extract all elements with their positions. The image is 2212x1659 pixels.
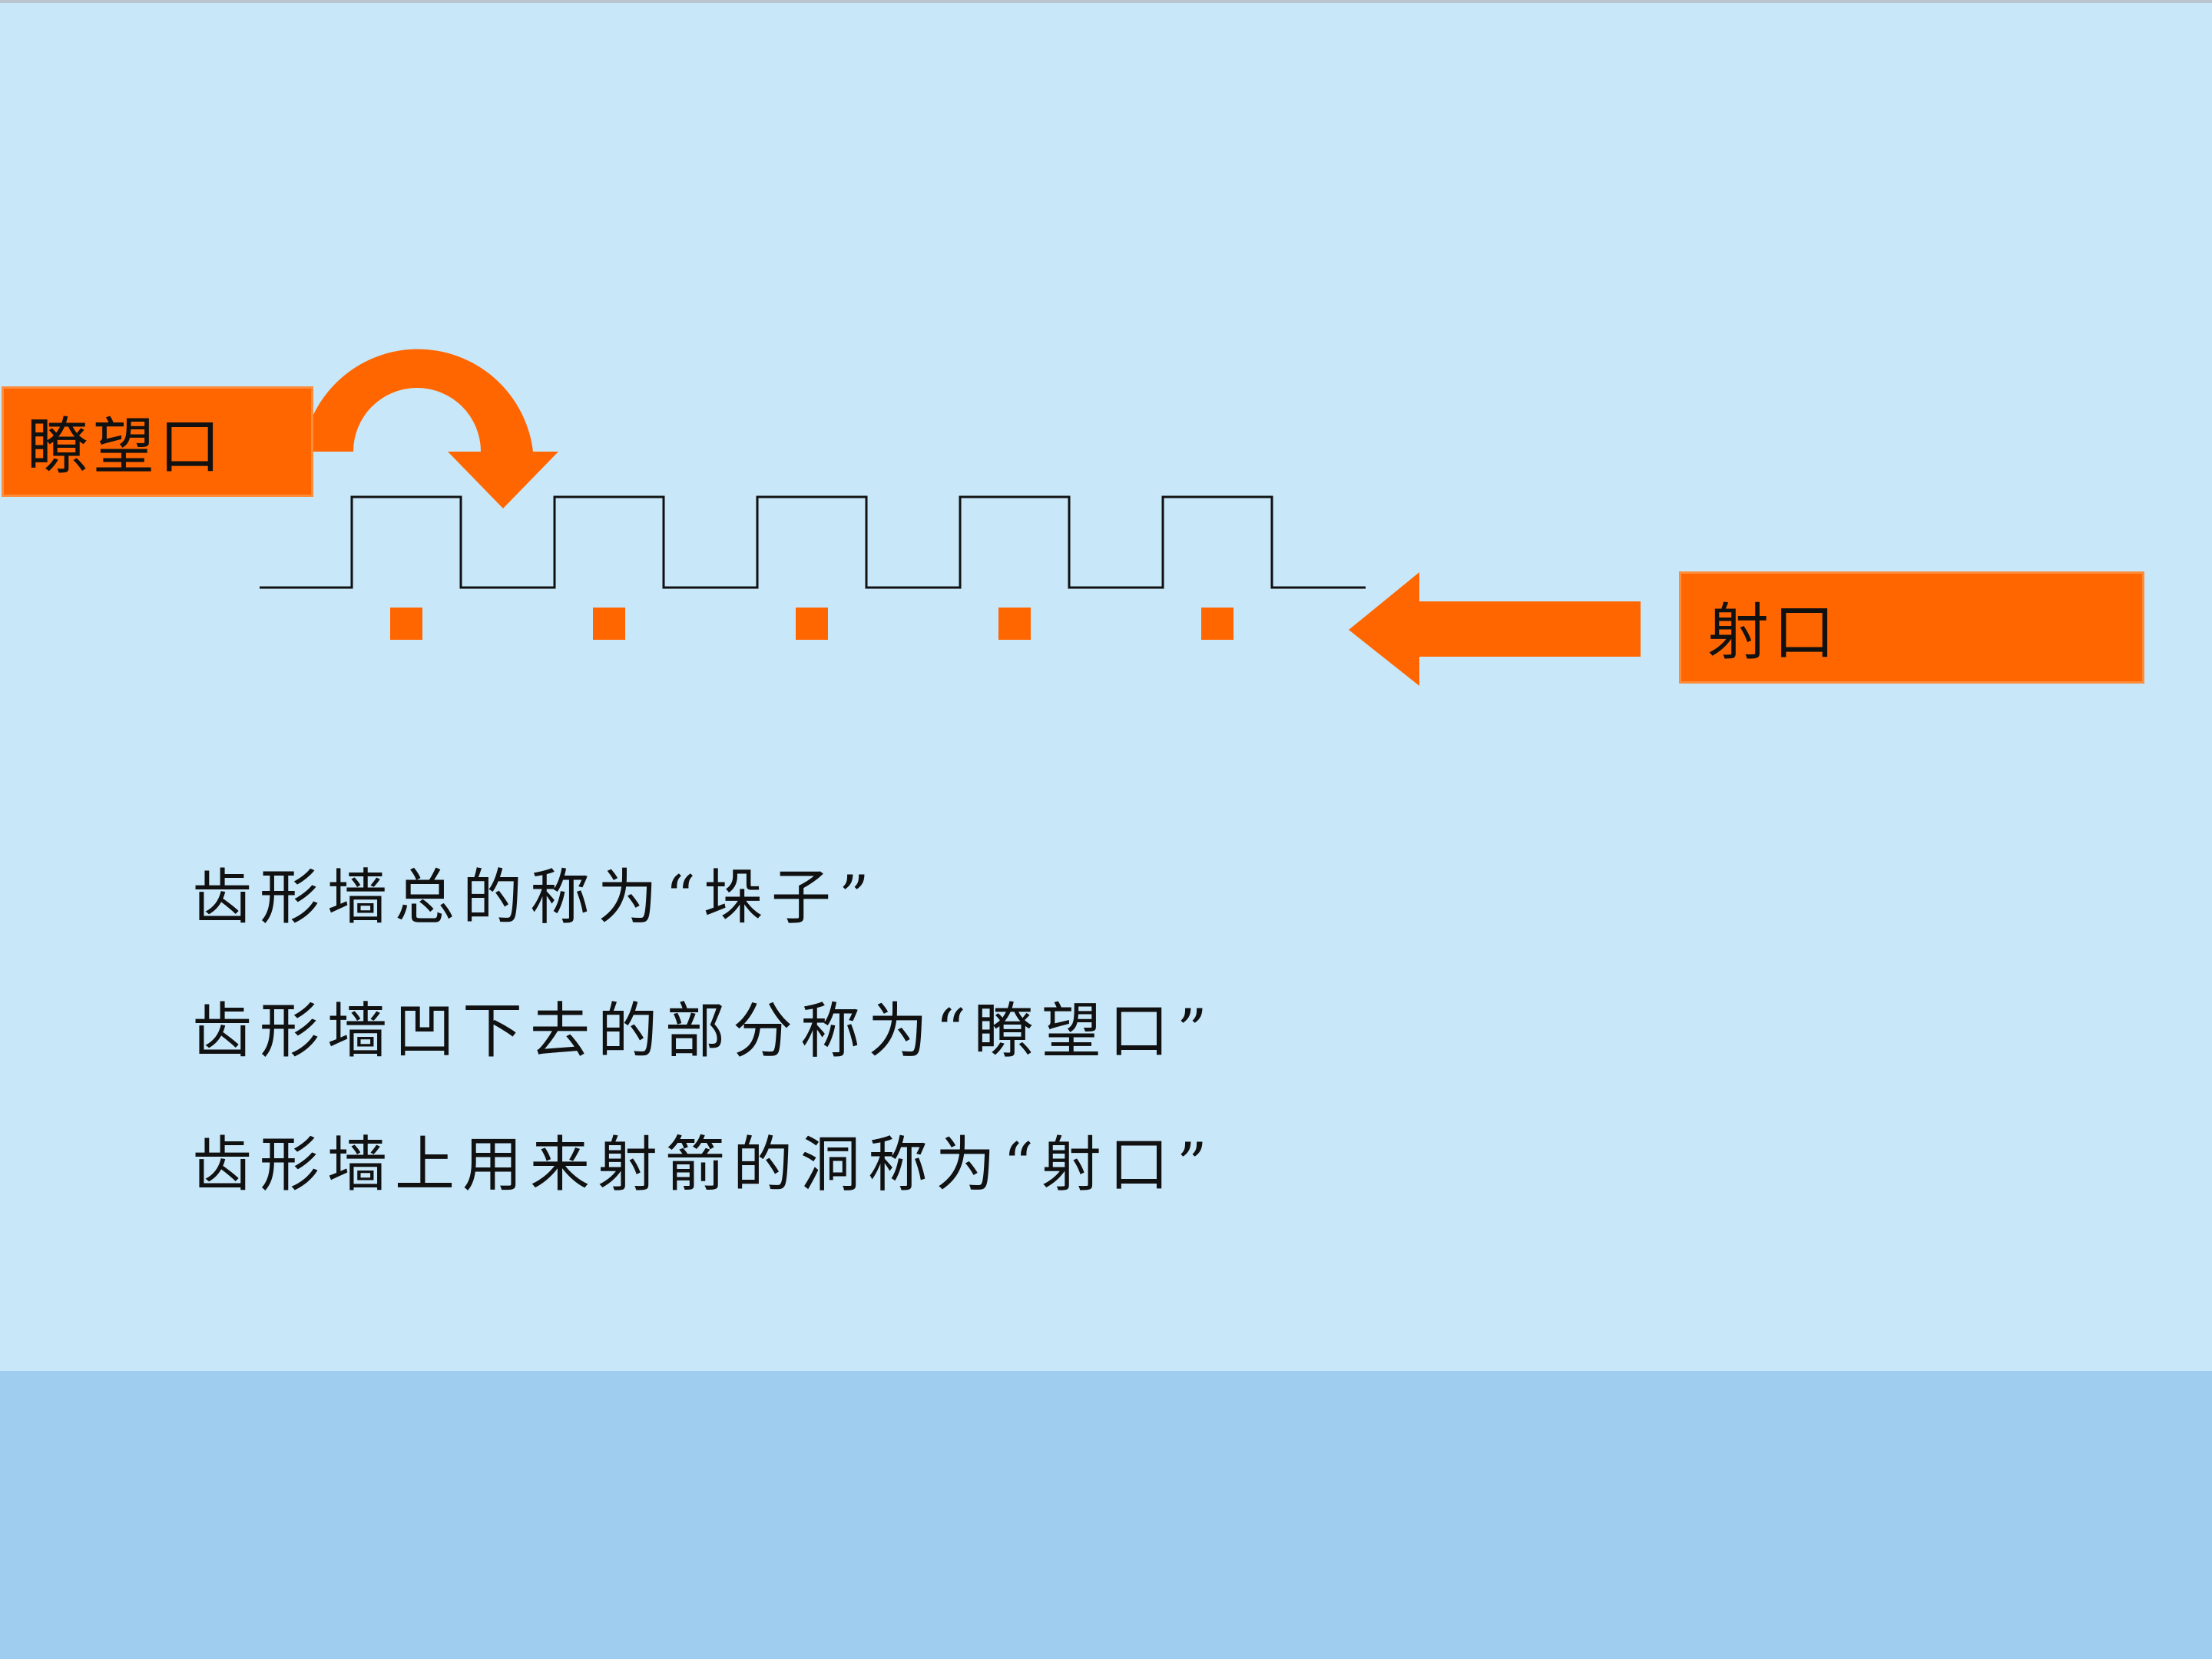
caption-block: 齿形墙总的称为“垛子” 齿形墙凹下去的部分称为“瞭望口” 齿形墙上用来射箭的洞称…: [192, 866, 1498, 1267]
sea-band: [0, 1371, 2212, 1659]
label-lookout-text: 瞭望口: [27, 411, 225, 482]
shooting-port: [1201, 608, 1233, 640]
wall-outline: [260, 495, 1366, 589]
shooting-port: [796, 608, 828, 640]
caption-lookout: 齿形墙凹下去的部分称为“瞭望口”: [192, 997, 1215, 1066]
label-shooting-port-text: 射口: [1707, 597, 1839, 668]
shooting-port: [998, 608, 1031, 640]
top-border: [0, 0, 2212, 3]
caption-merlon: 齿形墙总的称为“垛子”: [192, 863, 877, 932]
label-shooting-port: 射口: [1679, 571, 2144, 684]
shooting-port: [593, 608, 625, 640]
curved-arrow-icon: [313, 349, 558, 508]
caption-shooting-port: 齿形墙上用来射箭的洞称为“射口”: [192, 1131, 1215, 1200]
shooting-port: [390, 608, 422, 640]
left-arrow-icon: [1349, 572, 1641, 686]
label-lookout: 瞭望口: [2, 386, 313, 497]
